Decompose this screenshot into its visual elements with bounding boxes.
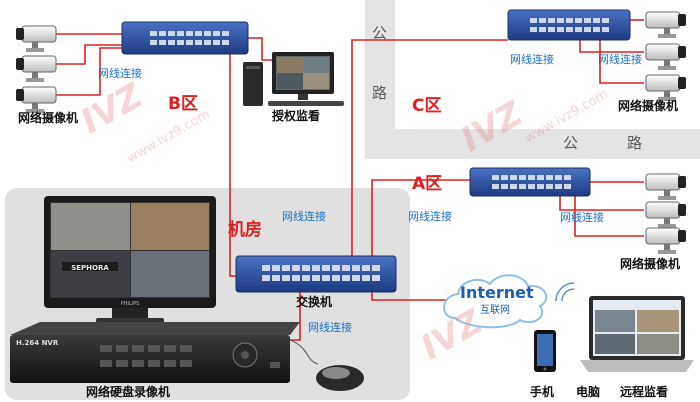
link-label-c-switch: 网线连接 (510, 53, 554, 66)
road-char-lu-2: 路 (627, 134, 643, 152)
switch-c-zone (507, 9, 631, 41)
camera-a-1 (645, 173, 687, 201)
internet-title: Internet (460, 283, 534, 302)
caption-phone: 手机 (530, 385, 555, 399)
laptop (580, 296, 694, 372)
camera-a-3 (645, 227, 687, 255)
caption-camera-a: 网络摄像机 (620, 257, 681, 271)
switch-a-zone (469, 167, 591, 197)
sephora-sign: SEPHORA (71, 264, 109, 272)
mouse (289, 339, 364, 391)
camera-c-1 (645, 11, 687, 39)
main-switch (235, 255, 397, 293)
camera-b-1 (15, 25, 57, 53)
caption-auth-monitor: 授权监看 (272, 109, 321, 123)
road-char-gong-1: 公 (372, 24, 388, 42)
internet-cloud (443, 274, 548, 329)
zone-label-b: B区 (168, 94, 198, 114)
caption-switch: 交换机 (296, 295, 333, 309)
zone-label-c: C区 (412, 96, 442, 116)
auth-monitor-workstation (243, 52, 344, 106)
nvr-model: H.264 NVR (16, 339, 59, 347)
caption-camera-c: 网络摄像机 (618, 99, 679, 113)
caption-remote: 远程监看 (620, 385, 669, 399)
zone-label-machine-room: 机房 (228, 220, 262, 240)
internet-subtitle: 互联网 (480, 305, 510, 316)
road-char-gong-2: 公 (563, 134, 579, 152)
switch-b-zone (121, 21, 249, 55)
camera-a-2 (645, 201, 687, 229)
link-label-b-cameras: 网线连接 (98, 67, 142, 80)
wifi-signal (555, 282, 575, 302)
caption-pc: 电脑 (576, 385, 601, 399)
link-label-nvr: 网线连接 (308, 321, 352, 334)
zone-label-a: A区 (412, 174, 443, 194)
link-label-a-cameras: 网线连接 (560, 211, 604, 224)
link-label-c-cameras: 网线连接 (598, 53, 642, 66)
camera-c-2 (645, 43, 687, 71)
road-horizontal (365, 129, 700, 159)
caption-nvr: 网络硬盘录像机 (86, 385, 171, 399)
monitor-brand: PHILIPS (121, 301, 140, 307)
road-char-lu-1: 路 (372, 84, 388, 102)
camera-b-3 (15, 86, 57, 114)
link-label-room-left: 网线连接 (282, 210, 326, 223)
road-vertical (365, 0, 395, 134)
camera-c-3 (645, 74, 687, 102)
large-monitor (44, 196, 216, 323)
link-label-room-right: 网线连接 (408, 210, 452, 223)
mobile-phone (534, 330, 556, 372)
caption-camera-b: 网络摄像机 (18, 111, 79, 125)
camera-b-2 (15, 55, 57, 83)
nvr-recorder (10, 322, 300, 383)
